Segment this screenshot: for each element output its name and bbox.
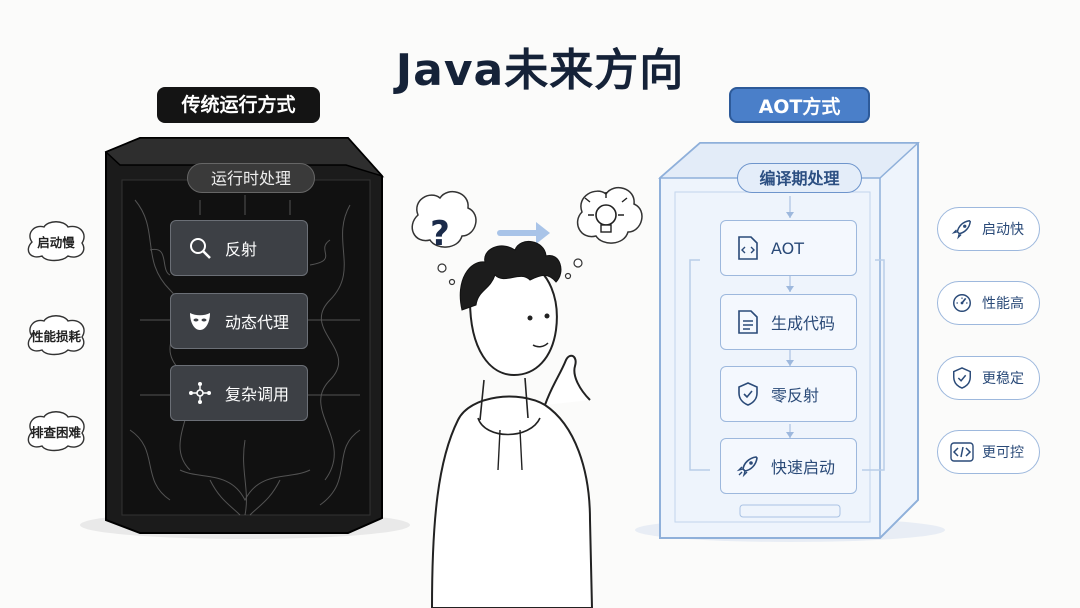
lightbulb-icon: [584, 192, 628, 233]
page-title: Java未来方向: [395, 45, 685, 96]
benefit-fast-startup: 启动快: [937, 207, 1040, 251]
shield-check-icon: [735, 381, 761, 407]
aot-step-box: AOT: [720, 220, 857, 276]
rocket-icon: [735, 453, 761, 479]
aot-step-label: AOT: [771, 238, 805, 258]
generate-code-step-label: 生成代码: [771, 314, 836, 333]
pain-point-slow-start: 启动慢: [22, 218, 90, 264]
generate-code-step-box: 生成代码: [720, 294, 857, 350]
thought-area: ?: [411, 186, 643, 286]
thinking-person: [430, 241, 594, 608]
benefit-more-controllable: 更可控: [937, 430, 1040, 474]
pain-point-hard-debugging: 排查困难: [22, 408, 90, 454]
dynamic-proxy-label: 动态代理: [225, 313, 290, 332]
mask-icon: [187, 308, 213, 334]
rocket-icon: [950, 217, 974, 241]
aot-header: AOT方式: [729, 87, 870, 123]
dynamic-proxy-box: 动态代理: [170, 293, 308, 349]
zero-reflection-step-box: 零反射: [720, 366, 857, 422]
reflection-box: 反射: [170, 220, 308, 276]
network-icon: [187, 380, 213, 406]
benefit-high-performance: 性能高: [937, 281, 1040, 325]
magnifier-icon: [187, 235, 213, 261]
fast-start-step-box: 快速启动: [720, 438, 857, 494]
document-icon: [735, 309, 761, 335]
compile-time-processing-label: 编译期处理: [737, 163, 862, 193]
benefit-more-stable: 更稳定: [937, 356, 1040, 400]
traditional-header: 传统运行方式: [157, 87, 320, 123]
code-icon: [950, 440, 974, 464]
shield-check-icon: [950, 366, 974, 390]
question-mark-icon: ?: [430, 214, 450, 254]
pain-point-performance-loss: 性能损耗: [22, 312, 90, 358]
complex-call-box: 复杂调用: [170, 365, 308, 421]
runtime-processing-label: 运行时处理: [187, 163, 315, 193]
reflection-label: 反射: [225, 240, 258, 259]
code-file-icon: [735, 235, 761, 261]
zero-reflection-step-label: 零反射: [771, 386, 820, 405]
complex-call-label: 复杂调用: [225, 385, 290, 404]
arrow-right-icon: [497, 222, 550, 244]
speedometer-icon: [950, 291, 974, 315]
fast-start-step-label: 快速启动: [771, 458, 836, 477]
